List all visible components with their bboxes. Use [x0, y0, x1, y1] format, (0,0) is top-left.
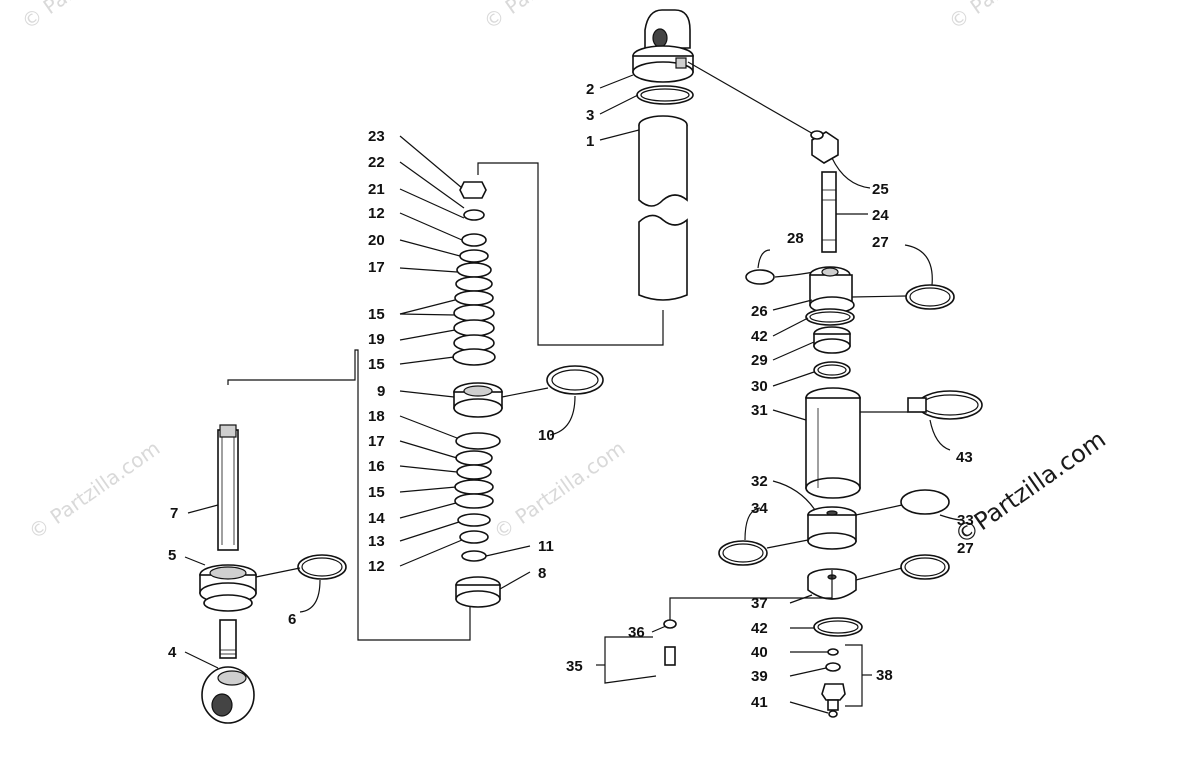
left-assembly	[184, 349, 471, 724]
watermark-top-left: © Partzilla.com	[17, 0, 157, 34]
center-stack	[399, 135, 664, 608]
callouts: 1 2 3 4 5 6 7 8 9 10 11 12 20 17 15 19 1…	[168, 81, 974, 711]
callout-25: 25	[872, 181, 889, 198]
callout-12-top: 12	[368, 205, 385, 222]
callout-2: 2	[586, 81, 594, 98]
watermark-top-center: © Partzilla.com	[479, 0, 619, 34]
callout-42-top: 42	[751, 328, 768, 345]
callout-7: 7	[170, 505, 178, 522]
callout-35: 35	[566, 658, 583, 675]
callout-19: 19	[368, 331, 385, 348]
callout-40: 40	[751, 644, 768, 661]
callout-24: 24	[872, 207, 889, 224]
callout-15-top: 15	[368, 306, 385, 323]
watermarks: © Partzilla.com © Partzilla.com © Partzi…	[17, 0, 1111, 550]
callout-1: 1	[586, 133, 594, 150]
callout-11: 11	[538, 538, 554, 555]
callout-43: 43	[956, 449, 973, 466]
callout-33: 33	[957, 512, 974, 529]
callout-18: 18	[368, 408, 385, 425]
callout-8: 8	[538, 565, 546, 582]
callout-42-low: 42	[751, 620, 768, 637]
callout-17-low: 17	[368, 433, 385, 450]
callout-31: 31	[751, 402, 768, 419]
callout-41: 41	[751, 694, 768, 711]
callout-14: 14	[368, 510, 385, 527]
callout-21: 21	[368, 181, 385, 198]
callout-27-top: 27	[872, 234, 889, 251]
callout-10: 10	[538, 427, 555, 444]
callout-27-low: 27	[957, 540, 974, 557]
callout-23: 23	[368, 128, 385, 145]
callout-12-low: 12	[368, 558, 385, 575]
callout-20: 20	[368, 232, 385, 249]
callout-39: 39	[751, 668, 768, 685]
callout-38: 38	[876, 667, 893, 684]
callout-37: 37	[751, 595, 768, 612]
right-assembly	[596, 130, 983, 718]
callout-9: 9	[377, 383, 385, 400]
watermark-right-dark: ©Partzilla.com	[949, 425, 1111, 550]
callout-6: 6	[288, 611, 296, 628]
watermark-top-right: © Partzilla.com	[944, 0, 1084, 34]
callout-22: 22	[368, 154, 385, 171]
callout-32: 32	[751, 473, 768, 490]
callout-29: 29	[751, 352, 768, 369]
callout-17-top: 17	[368, 259, 385, 276]
callout-28: 28	[787, 230, 804, 247]
watermark-mid-left: © Partzilla.com	[24, 436, 164, 544]
callout-5: 5	[168, 547, 176, 564]
callout-36: 36	[628, 624, 645, 641]
watermark-mid-center: © Partzilla.com	[489, 436, 629, 544]
top-cylinder	[599, 9, 816, 301]
callout-4: 4	[168, 644, 177, 661]
callout-3: 3	[586, 107, 594, 124]
callout-26: 26	[751, 303, 768, 320]
callout-34: 34	[751, 500, 768, 517]
callout-15-mid: 15	[368, 356, 385, 373]
callout-15-low: 15	[368, 484, 385, 501]
callout-30: 30	[751, 378, 768, 395]
callout-13: 13	[368, 533, 385, 550]
callout-16: 16	[368, 458, 385, 475]
